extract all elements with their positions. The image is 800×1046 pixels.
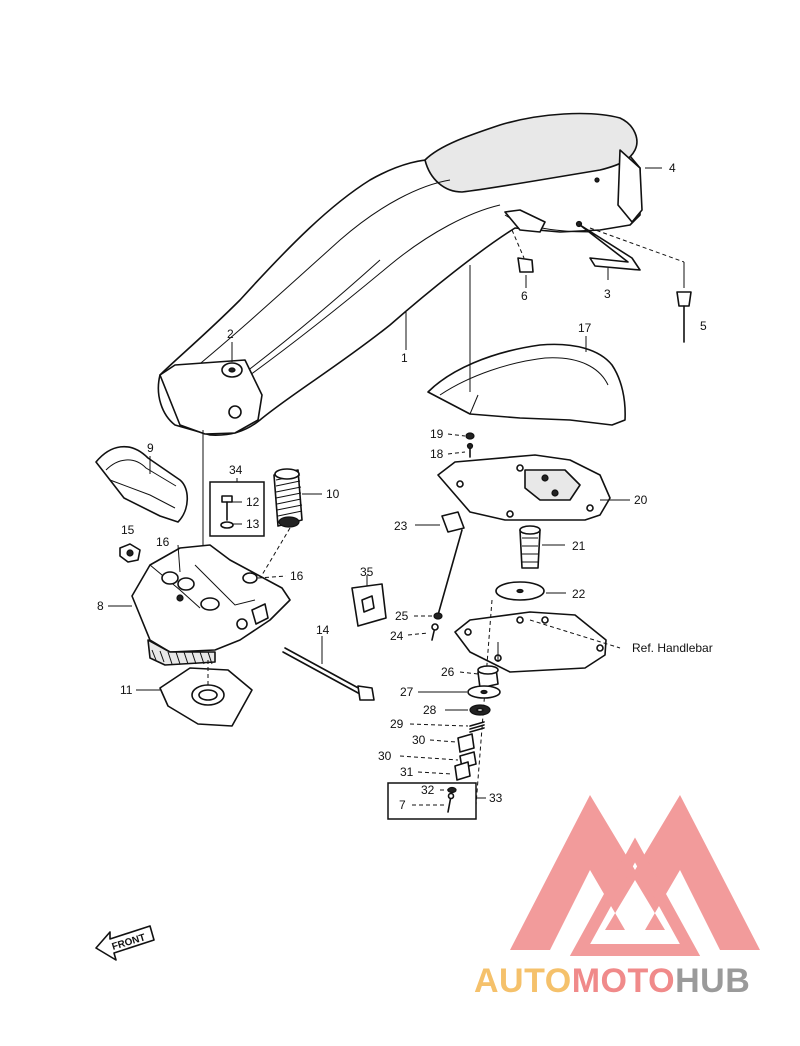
callout-19: 19 (430, 427, 444, 441)
callout-35: 35 (360, 565, 374, 579)
watermark-logo-icon (510, 795, 760, 956)
watermark-text-auto: AUTO (474, 962, 572, 1000)
ref-handlebar-label: Ref. Handlebar (632, 641, 713, 655)
callout-30b: 30 (378, 749, 392, 763)
callout-31: 31 (400, 765, 414, 779)
part-6-bolt (511, 229, 534, 288)
handlebar-ref-plate (454, 611, 621, 673)
part-23-clamp (415, 511, 465, 616)
callout-labels: 1 2 3 4 5 6 17 19 18 20 23 21 22 25 24 R… (97, 161, 713, 812)
part-22-washer (495, 581, 566, 601)
callout-30a: 30 (412, 733, 426, 747)
callout-2: 2 (227, 327, 234, 341)
part-3-bracket (579, 224, 641, 280)
part-20-plate (437, 454, 630, 521)
part-33-kit-box (387, 782, 486, 820)
part-17-cover (427, 336, 626, 426)
callout-10: 10 (326, 487, 340, 501)
callout-34: 34 (229, 463, 243, 477)
callout-21: 21 (572, 539, 586, 553)
callout-15: 15 (121, 523, 135, 537)
callout-6: 6 (521, 289, 528, 303)
callout-29: 29 (390, 717, 404, 731)
part-18-screw (447, 442, 474, 458)
part-16-washer-right (242, 572, 287, 584)
callout-25: 25 (395, 609, 409, 623)
watermark-text-hub: HUB (675, 962, 751, 1000)
callout-12: 12 (246, 495, 260, 509)
part-8-housing (108, 544, 291, 666)
part-19-washer (447, 432, 475, 440)
callout-22: 22 (572, 587, 586, 601)
callout-28: 28 (423, 703, 437, 717)
part-27-washer (418, 685, 501, 699)
watermark-text: AUTOMOTOHUB (474, 962, 750, 1001)
watermark-text-moto: MOTO (571, 962, 676, 1000)
part-10-bellows (261, 468, 322, 576)
part-11-mount-plate (136, 660, 253, 727)
callout-16-left: 16 (156, 535, 170, 549)
callout-18: 18 (430, 447, 444, 461)
callout-17: 17 (578, 321, 592, 335)
callout-8: 8 (97, 599, 104, 613)
callout-33: 33 (489, 791, 503, 805)
front-direction-arrow: FRONT (95, 925, 155, 961)
callout-16-right: 16 (290, 569, 304, 583)
callout-7: 7 (399, 798, 406, 812)
part-14-bolt (282, 636, 375, 701)
callout-23: 23 (394, 519, 408, 533)
callout-14: 14 (316, 623, 330, 637)
callout-9: 9 (147, 441, 154, 455)
callout-11: 11 (120, 683, 133, 697)
callout-24: 24 (390, 629, 404, 643)
part-15-nut (119, 543, 141, 563)
callout-5: 5 (700, 319, 707, 333)
part-31-clip (417, 761, 471, 781)
part-2-bolt (221, 342, 243, 378)
part-29-spring (409, 721, 485, 733)
callout-27: 27 (400, 685, 414, 699)
callout-4: 4 (669, 161, 676, 175)
part-26-bushing (459, 665, 499, 689)
part-5-rivet (589, 227, 692, 343)
callout-3: 3 (604, 287, 611, 301)
part-25-washer (414, 612, 443, 620)
part-16-washer-left (161, 544, 195, 591)
callout-32: 32 (421, 783, 435, 797)
part-9-guard (95, 445, 189, 523)
callout-1: 1 (401, 351, 408, 365)
callout-13: 13 (246, 517, 260, 531)
part-28-nut (445, 704, 491, 716)
callout-20: 20 (634, 493, 648, 507)
part-21-stud (519, 525, 565, 569)
part-35-bracket (351, 575, 387, 627)
callout-26: 26 (441, 665, 455, 679)
part-34-kit-box (209, 478, 265, 537)
hood-body-part-1 (157, 112, 643, 436)
part-24-screw (407, 623, 439, 641)
